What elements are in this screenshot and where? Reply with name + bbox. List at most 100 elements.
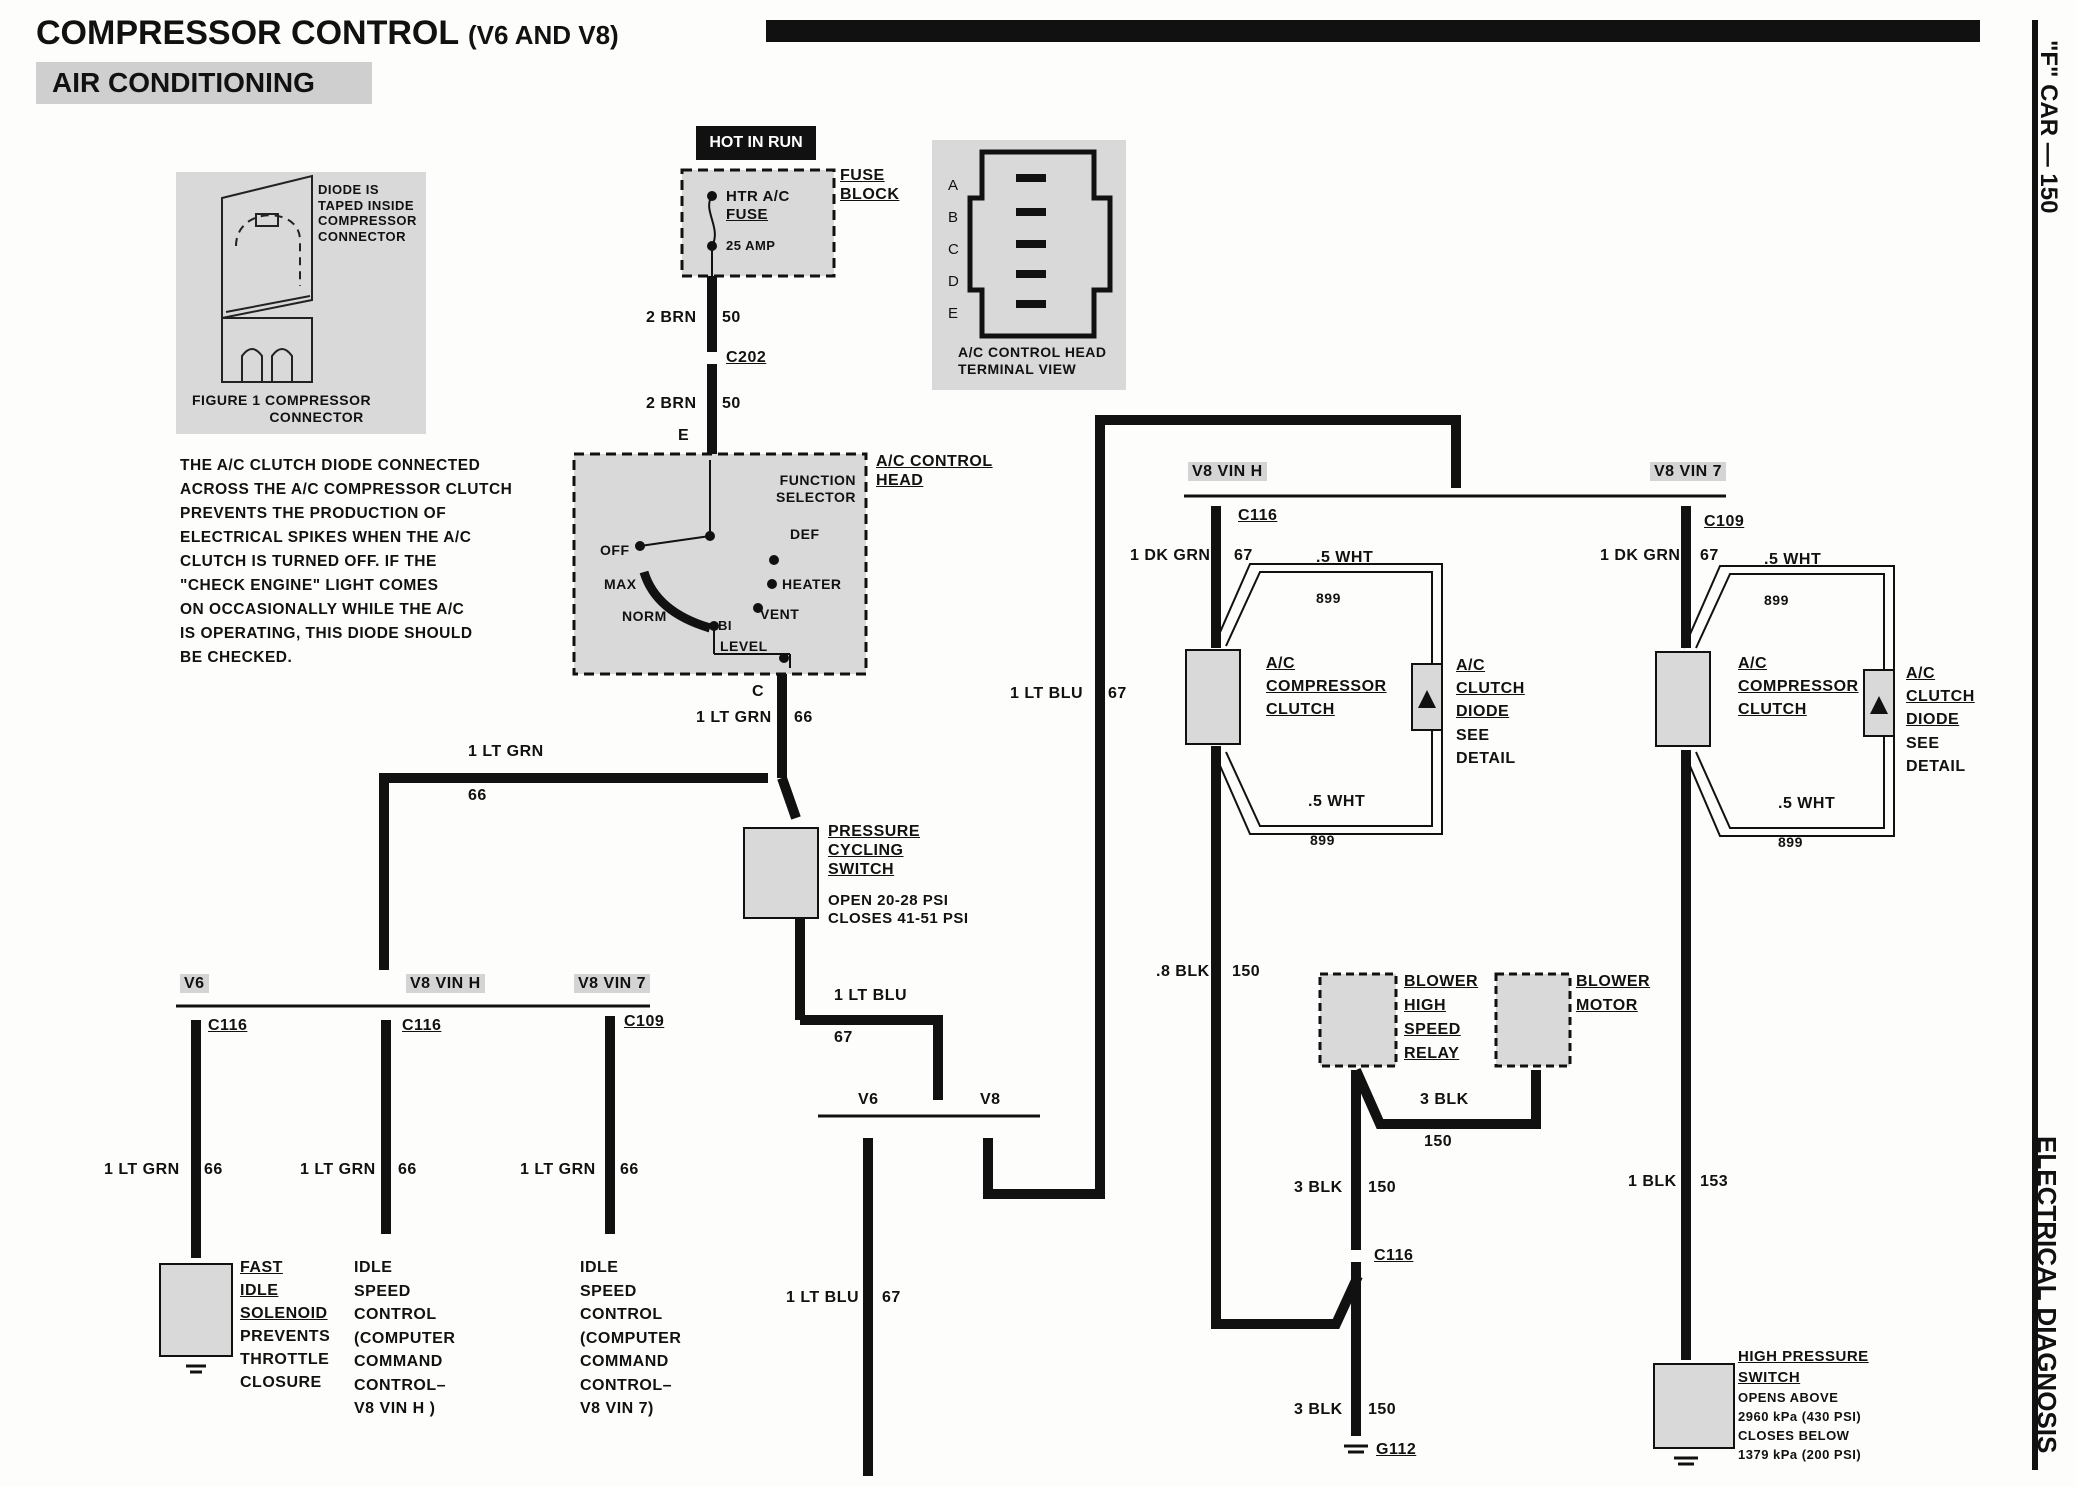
note-line: COMPRESSOR xyxy=(318,213,417,229)
diode-note-line: DETAIL xyxy=(1906,758,1966,775)
wire-circuit-isc-7: 66 xyxy=(620,1161,639,1178)
terminal-letter: B xyxy=(948,209,959,226)
wire-circuit-isc-h: 66 xyxy=(398,1161,417,1178)
right-border xyxy=(2032,20,2038,1470)
solenoid-note: PREVENTS THROTTLE CLOSURE xyxy=(240,1325,330,1394)
wire-circuit-ltblu-switch: 67 xyxy=(834,1029,853,1046)
hp-spec-line: 2960 kPa (430 PSI) xyxy=(1738,1409,1862,1424)
wire-circuit-solenoid: 66 xyxy=(204,1161,223,1178)
isc-line: (COMPUTER xyxy=(580,1329,682,1347)
blower-relay-label: BLOWER HIGH SPEED RELAY xyxy=(1404,970,1478,1066)
solenoid-note-line: THROTTLE xyxy=(240,1351,330,1368)
diode-line: CLUTCH xyxy=(1456,680,1525,697)
function-selector-internals xyxy=(635,460,791,668)
vin7-num-bot: 899 xyxy=(1778,834,1803,850)
diode-note-line: SEE xyxy=(1456,727,1490,744)
hp-switch-line: SWITCH xyxy=(1738,1369,1801,1386)
vin7-wire-in-color: 1 DK GRN xyxy=(1600,547,1681,564)
solenoid-line: SOLENOID xyxy=(240,1305,328,1322)
fuse-block-line: BLOCK xyxy=(840,186,900,204)
connector-c109-left: C109 xyxy=(624,1013,665,1030)
position-norm: NORM xyxy=(622,608,667,624)
wire-circuit-ltgrn-head: 66 xyxy=(794,709,813,726)
fuse-block-line: FUSE xyxy=(840,167,885,184)
isc-line: COMMAND xyxy=(580,1353,669,1370)
description-line: THE A/C CLUTCH DIODE CONNECTED xyxy=(180,457,481,474)
description-line: "CHECK ENGINE" LIGHT COMES xyxy=(180,577,439,594)
split-v8: V8 xyxy=(980,1091,1001,1108)
clutch-line: CLUTCH xyxy=(1738,701,1807,718)
vinh-num-bot: 899 xyxy=(1310,832,1335,848)
relay-wire-color: 3 BLK xyxy=(1294,1179,1343,1196)
fuse-rating: 25 AMP xyxy=(726,238,776,253)
control-head-line: A/C CONTROL xyxy=(876,453,993,470)
wire-circuit-brn-bottom: 50 xyxy=(722,395,741,412)
hp-switch-line: HIGH PRESSURE xyxy=(1738,1348,1869,1365)
title-suffix: (V6 AND V8) xyxy=(467,20,619,50)
control-head-label: A/C CONTROL HEAD xyxy=(876,452,993,490)
idle-speed-control-7: IDLE SPEED CONTROL (COMPUTER COMMAND CON… xyxy=(580,1256,681,1421)
isc-line: SPEED xyxy=(354,1282,411,1300)
hp-switch-spec: OPENS ABOVE 2960 kPa (430 PSI) CLOSES BE… xyxy=(1738,1388,1861,1464)
diode-line: DIODE xyxy=(1906,711,1960,728)
description-line: ACROSS THE A/C COMPRESSOR CLUTCH xyxy=(180,481,513,498)
isc-line: V8 VIN H ) xyxy=(354,1400,436,1417)
wire-label-ltgrn-run: 1 LT GRN xyxy=(468,743,544,760)
wire-label-ltblu-v8: 1 LT BLU xyxy=(1010,685,1084,702)
hp-spec-line: OPENS ABOVE xyxy=(1738,1390,1839,1405)
wire-color: 2 BRN xyxy=(646,309,697,326)
position-level: LEVEL xyxy=(720,638,768,654)
terminal-letter: A xyxy=(948,177,959,194)
blower-motor-panel xyxy=(1496,974,1570,1066)
vinh-ground-circuit: 150 xyxy=(1232,963,1261,980)
wire-label-ltblu-switch: 1 LT BLU xyxy=(834,987,908,1004)
terminal-letter: E xyxy=(948,305,959,322)
position-max: MAX xyxy=(604,576,637,592)
caption-line: CONNECTOR xyxy=(269,408,364,425)
relay-line: RELAY xyxy=(1404,1045,1460,1062)
solenoid-line: FAST xyxy=(240,1259,283,1276)
blower-wire-color: 3 BLK xyxy=(1420,1091,1469,1108)
diode-description: THE A/C CLUTCH DIODE CONNECTED ACROSS TH… xyxy=(180,454,512,670)
wire-label-ltblu-v6: 1 LT BLU xyxy=(786,1289,860,1306)
diode-note-line: SEE xyxy=(1906,735,1940,752)
function-selector-line: SELECTOR xyxy=(776,488,856,505)
hp-switch-panel xyxy=(1654,1364,1734,1448)
clutch-line: COMPRESSOR xyxy=(1738,678,1859,695)
note-line: TAPED INSIDE xyxy=(318,197,415,213)
control-head-line: HEAD xyxy=(876,472,924,490)
vinh-diode-note: SEE DETAIL xyxy=(1456,724,1516,770)
connector-c202: C202 xyxy=(726,349,767,366)
terminal-letters: A B C D E xyxy=(948,170,959,330)
wire-label-ltgrn-head: 1 LT GRN xyxy=(696,709,772,726)
vin7-wire-out-circuit: 153 xyxy=(1700,1173,1729,1190)
split-v6: V6 xyxy=(858,1091,879,1108)
diode-note: DIODE IS TAPED INSIDE COMPRESSOR CONNECT… xyxy=(318,182,417,244)
hp-spec-line: CLOSES BELOW xyxy=(1738,1428,1850,1443)
note-line: CONNECTOR xyxy=(318,228,407,244)
clutch-line: COMPRESSOR xyxy=(1266,678,1387,695)
description-line: PREVENTS THE PRODUCTION OF xyxy=(180,505,447,522)
vin7-diode-label: A/C CLUTCH DIODE xyxy=(1906,662,1975,731)
branch-tag-v8-7: V8 VIN 7 xyxy=(574,974,651,994)
vinh-clutch-panel xyxy=(1186,650,1240,744)
compressor-connector-sketch xyxy=(221,174,313,383)
wire-circuit-ltblu-v8: 67 xyxy=(1108,685,1127,702)
caption-line: FIGURE 1 COMPRESSOR xyxy=(192,392,372,408)
fast-idle-solenoid-label: FAST IDLE SOLENOID xyxy=(240,1256,328,1325)
vinh-wht-top: .5 WHT xyxy=(1316,549,1374,566)
connector-c116-left: C116 xyxy=(208,1017,248,1034)
hot-in-run-label: HOT IN RUN xyxy=(696,126,816,160)
isc-line: CONTROL– xyxy=(354,1376,446,1394)
spec-line: CLOSES 41-51 PSI xyxy=(828,910,969,927)
description-line: IS OPERATING, THIS DIODE SHOULD xyxy=(180,625,473,642)
blower-motor-label: BLOWER MOTOR xyxy=(1576,970,1650,1018)
wire-label-isc-h: 1 LT GRN xyxy=(300,1161,376,1178)
relay-line: BLOWER xyxy=(1404,973,1479,990)
vinh-connector-c116: C116 xyxy=(1238,507,1278,524)
vinh-tag: V8 VIN H xyxy=(1188,462,1267,482)
clutch-line: A/C xyxy=(1738,655,1768,672)
vinh-diode-label: A/C CLUTCH DIODE xyxy=(1456,654,1525,723)
